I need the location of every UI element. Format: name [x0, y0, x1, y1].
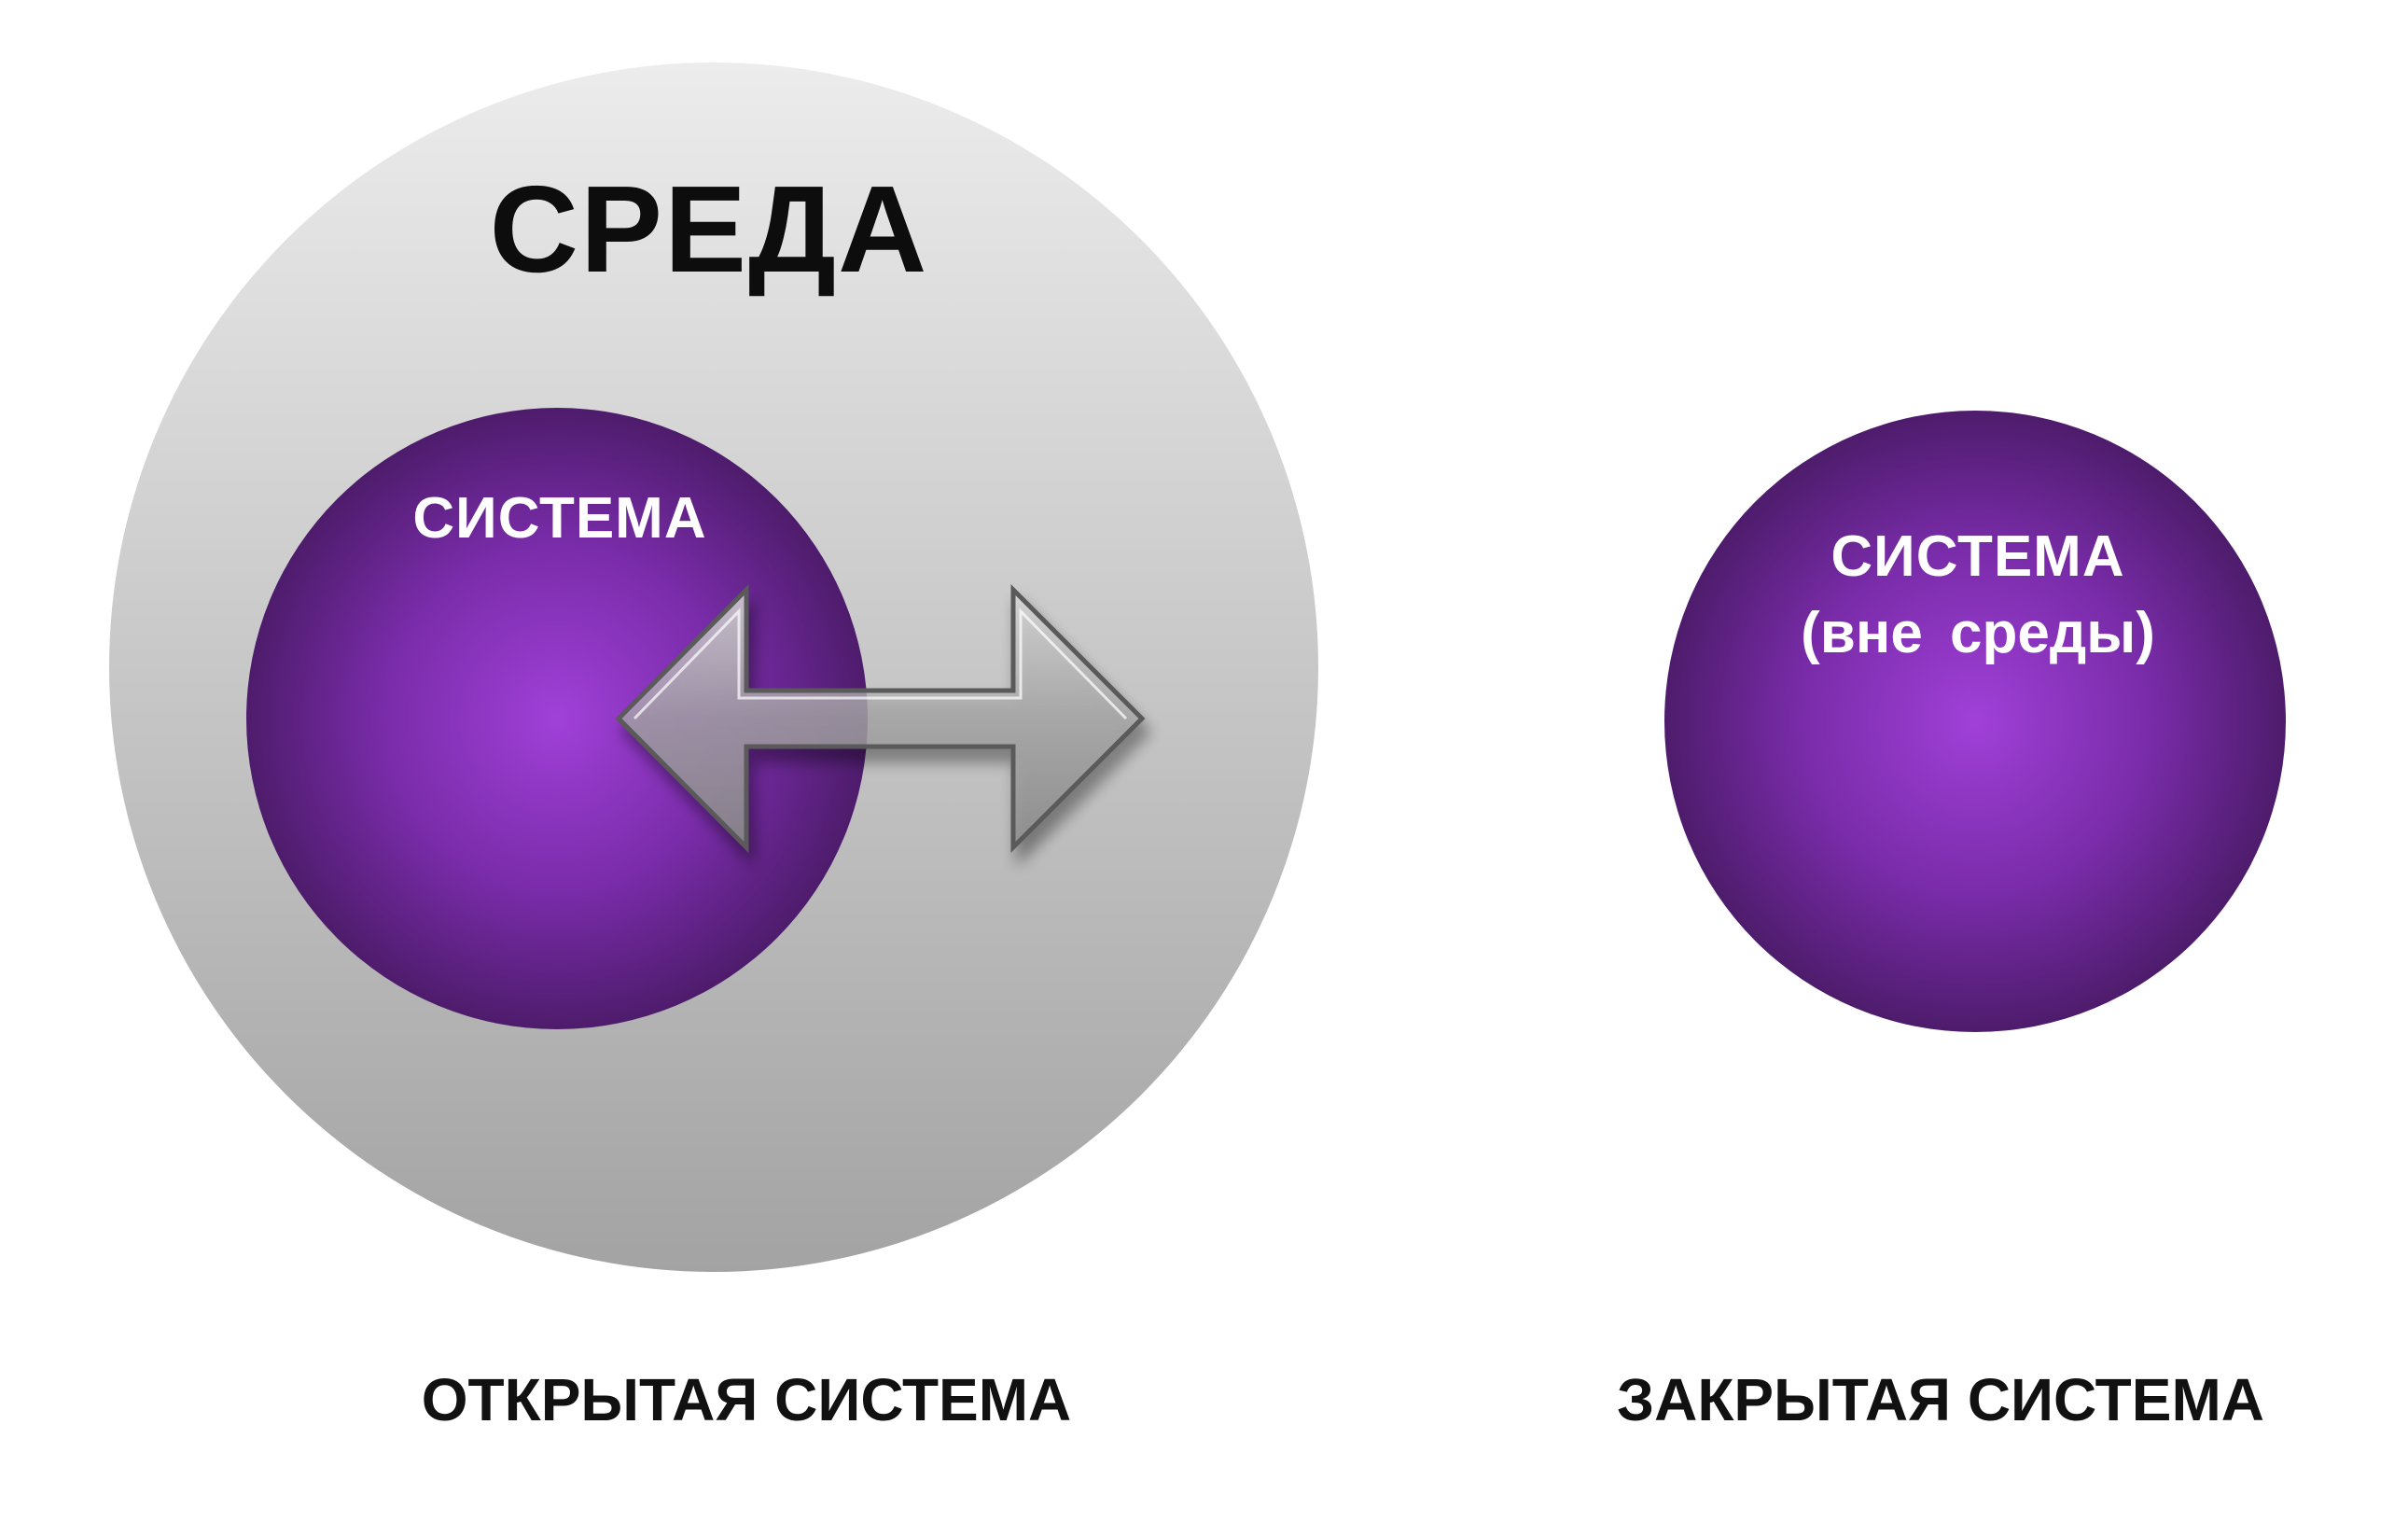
closed-system-sublabel: (вне среды): [1801, 601, 2155, 665]
open-system-label: СИСТЕМА: [412, 486, 707, 551]
environment-label: СРЕДА: [489, 161, 929, 298]
closed-system-sphere: [1664, 411, 2286, 1032]
closed-system-label: СИСТЕМА: [1830, 524, 2125, 589]
open-system-sphere: [246, 408, 868, 1029]
closed-system-caption: ЗАКРЫТАЯ СИСТЕМА: [1617, 1366, 2264, 1433]
double-arrow-icon: [615, 583, 1146, 854]
open-system-caption: ОТКРЫТАЯ СИСТЕМА: [421, 1366, 1072, 1433]
